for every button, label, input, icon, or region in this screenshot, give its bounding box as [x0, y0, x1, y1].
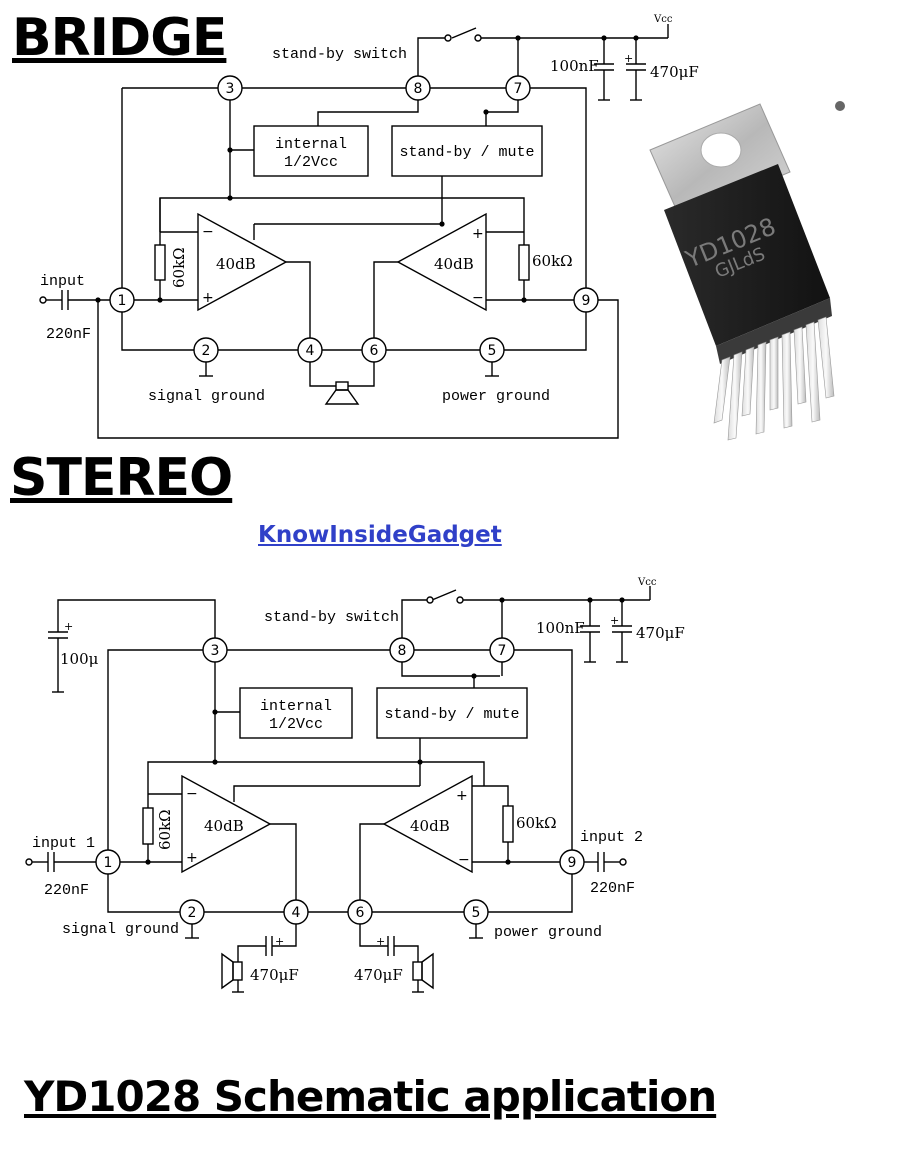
bridge-standby-switch-label: stand-by switch	[272, 46, 407, 63]
svg-text:−: −	[202, 224, 214, 240]
bridge-pins: 3 8 7 1 9 2 4 6 5	[109, 75, 599, 363]
bridge-cap-100nf-label: 100nF	[550, 57, 599, 75]
bridge-amp-left	[197, 212, 288, 312]
bridge-pin-6: 6	[370, 343, 379, 359]
bridge-vcc-label: Vcc	[653, 14, 673, 25]
bridge-amp-right	[396, 212, 487, 312]
bridge-wiring	[39, 24, 669, 439]
footer-title: YD1028 Schematic application	[24, 1072, 717, 1121]
bridge-pin-9: 9	[582, 293, 591, 309]
bridge-pin-4: 4	[306, 343, 315, 359]
bridge-gain-left: 40dB	[216, 255, 256, 273]
svg-text:+: +	[202, 290, 214, 306]
bridge-res-right-label: 60kΩ	[532, 252, 573, 270]
bridge-pin-1: 1	[118, 293, 127, 309]
bridge-standby-box	[391, 125, 543, 177]
bridge-signal-ground-label: signal ground	[148, 388, 265, 405]
bridge-pin-8: 8	[414, 81, 423, 97]
bridge-pin-7: 7	[514, 81, 523, 97]
svg-text:+: +	[624, 52, 633, 65]
stereo-heading: STEREO	[10, 448, 233, 508]
bridge-pin-3: 3	[226, 81, 235, 97]
bridge-pin-2: 2	[202, 343, 211, 359]
bridge-resistor-left	[154, 244, 166, 281]
bridge-pin-5: 5	[488, 343, 497, 359]
bridge-input-label: input	[40, 273, 85, 290]
bridge-heading: BRIDGE	[12, 8, 227, 68]
knowinsidegadget-link[interactable]: KnowInsideGadget	[258, 522, 502, 548]
bridge-power-ground-label: power ground	[442, 388, 550, 405]
svg-text:+: +	[472, 226, 484, 242]
bridge-standby-mute-label: stand-by / mute	[399, 144, 534, 161]
bridge-internal-line1: internal	[275, 136, 347, 153]
bridge-input-cap-label: 220nF	[46, 326, 91, 343]
bridge-cap-470uf-label: 470μF	[650, 63, 699, 81]
bridge-resistor-right	[518, 244, 530, 281]
bridge-gain-right: 40dB	[434, 255, 474, 273]
svg-text:−: −	[472, 290, 484, 306]
bridge-internal-box	[253, 125, 369, 177]
bridge-res-left-label: 60kΩ	[170, 247, 188, 288]
bridge-internal-line2: 1/2Vcc	[284, 154, 338, 171]
